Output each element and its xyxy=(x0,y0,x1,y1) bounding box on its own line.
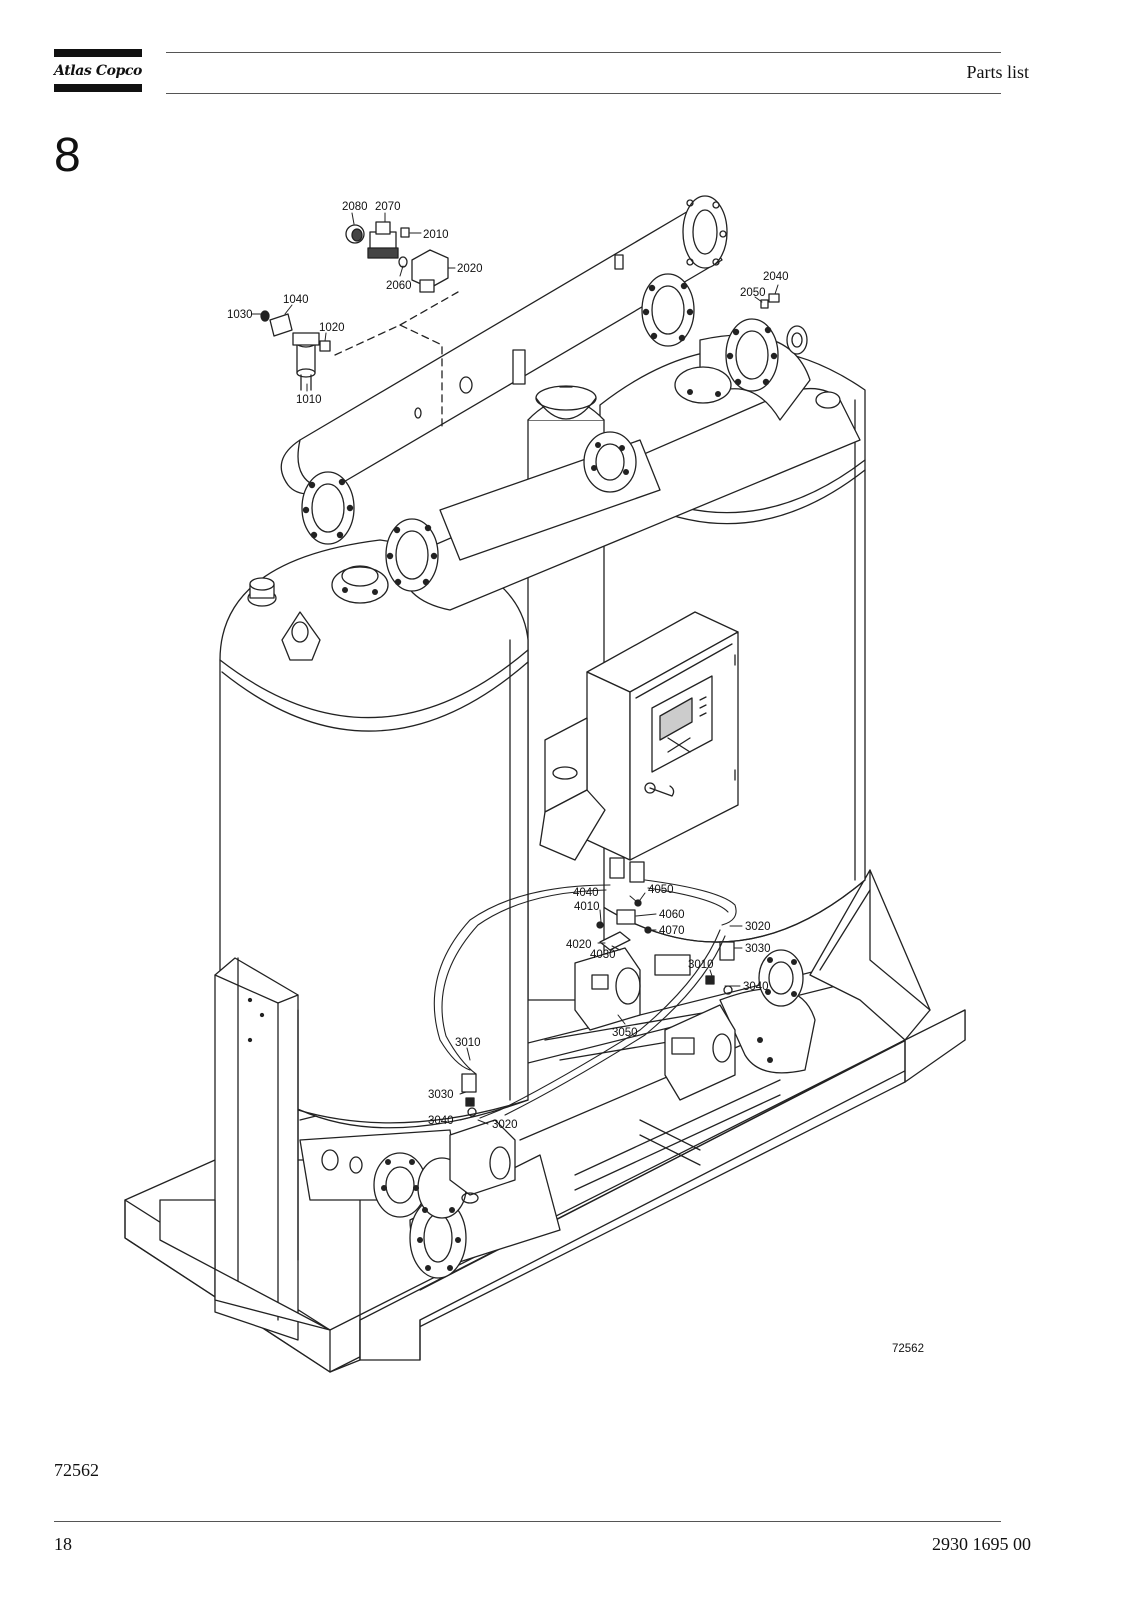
callout-4020: 4020 xyxy=(566,939,592,951)
figure-caption: 72562 xyxy=(54,1460,99,1480)
control-cabinet xyxy=(539,611,739,883)
callout-1030: 1030 xyxy=(227,309,253,321)
header-rule-bottom xyxy=(166,93,1001,94)
callout-1010: 1010 xyxy=(296,394,322,406)
callout-3030-left: 3030 xyxy=(428,1089,454,1101)
footer-rule xyxy=(54,1521,1001,1522)
left-support-leg xyxy=(159,957,331,1341)
section-number: 8 xyxy=(54,129,81,182)
drawing-number: 72562 xyxy=(892,1343,924,1355)
callout-4040: 4040 xyxy=(573,887,599,899)
lower-valve-piping xyxy=(299,941,816,1279)
callout-2050: 2050 xyxy=(740,287,766,299)
logo-bottom-bar xyxy=(54,84,142,92)
callout-3040-right: 3040 xyxy=(743,981,769,993)
callout-3050: 3050 xyxy=(612,1027,638,1039)
callout-leaders xyxy=(251,212,779,1125)
air-tubing xyxy=(433,879,737,1119)
atlas-copco-logo: Atlas Copco xyxy=(54,49,142,93)
top-manifold-piping xyxy=(280,195,861,611)
callout-3010-left: 3010 xyxy=(455,1037,481,1049)
callout-2010: 2010 xyxy=(423,229,449,241)
callout-labels: 2080 2070 2010 2020 2060 2040 2050 1040 … xyxy=(227,201,924,1355)
document-number: 2930 1695 00 xyxy=(932,1534,1031,1554)
callout-4030: 4030 xyxy=(590,949,616,961)
callout-4070: 4070 xyxy=(659,925,685,937)
left-vessel xyxy=(219,539,529,1129)
callout-1040: 1040 xyxy=(283,294,309,306)
callout-4060: 4060 xyxy=(659,909,685,921)
header-section-title: Parts list xyxy=(966,62,1029,82)
base-frame xyxy=(124,869,966,1373)
callout-4010: 4010 xyxy=(574,901,600,913)
callout-3040-left: 3040 xyxy=(428,1115,454,1127)
callout-2080: 2080 xyxy=(342,201,368,213)
callout-3030-right: 3030 xyxy=(745,943,771,955)
flange-bolts xyxy=(302,282,778,595)
exploded-filter-assembly xyxy=(260,221,780,1107)
callout-2060: 2060 xyxy=(386,280,412,292)
lower-flange-bolts xyxy=(381,957,797,1271)
callout-4050: 4050 xyxy=(648,884,674,896)
callout-2040: 2040 xyxy=(763,271,789,283)
callout-2070: 2070 xyxy=(375,201,401,213)
header-rule-top xyxy=(166,52,1001,53)
callout-3020-left: 3020 xyxy=(492,1119,518,1131)
callout-3020-right: 3020 xyxy=(745,921,771,933)
callout-1020: 1020 xyxy=(319,322,345,334)
callout-2020: 2020 xyxy=(457,263,483,275)
callout-3010-right: 3010 xyxy=(688,959,714,971)
logo-wordmark: Atlas Copco xyxy=(54,63,142,79)
logo-top-bar xyxy=(54,49,142,57)
page-number: 18 xyxy=(54,1534,72,1554)
